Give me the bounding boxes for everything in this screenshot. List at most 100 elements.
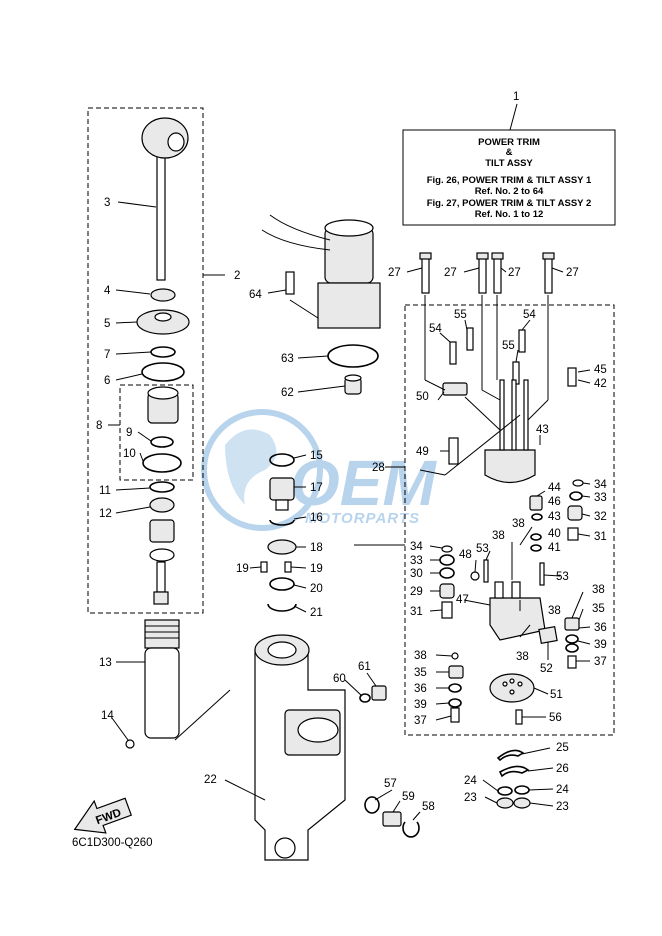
part-11-ring[interactable] bbox=[149, 481, 175, 493]
callout-5[interactable]: 5 bbox=[104, 318, 110, 330]
callout-33a[interactable]: 33 bbox=[594, 492, 607, 504]
callout-27a[interactable]: 27 bbox=[388, 267, 401, 279]
callout-38e[interactable]: 38 bbox=[516, 651, 529, 663]
part-16-circlip[interactable] bbox=[269, 519, 295, 526]
callout-27d[interactable]: 27 bbox=[566, 267, 579, 279]
callout-1[interactable]: 1 bbox=[513, 91, 519, 103]
callout-47[interactable]: 47 bbox=[456, 594, 469, 606]
callout-57[interactable]: 57 bbox=[384, 778, 397, 790]
callout-20[interactable]: 20 bbox=[310, 583, 323, 595]
callout-36a[interactable]: 36 bbox=[594, 622, 607, 634]
callout-56[interactable]: 56 bbox=[549, 712, 562, 724]
part-32-33-34-valves[interactable] bbox=[567, 479, 584, 541]
part-20-washer[interactable] bbox=[269, 577, 295, 591]
callout-23b[interactable]: 23 bbox=[556, 801, 569, 813]
part-62-filter[interactable] bbox=[344, 374, 362, 395]
callout-21[interactable]: 21 bbox=[310, 607, 323, 619]
callout-26[interactable]: 26 bbox=[556, 763, 569, 775]
part-35-36-39-37-right-stack[interactable] bbox=[564, 617, 580, 669]
callout-34b[interactable]: 34 bbox=[410, 541, 423, 553]
callout-38a[interactable]: 38 bbox=[512, 518, 525, 530]
part-25-clip[interactable] bbox=[496, 749, 525, 762]
callout-54b[interactable]: 54 bbox=[523, 309, 536, 321]
part-44-46-43-40-41-valves[interactable] bbox=[529, 495, 543, 552]
callout-29[interactable]: 29 bbox=[410, 586, 423, 598]
callout-61[interactable]: 61 bbox=[358, 661, 371, 673]
part-5-cylinder-cap[interactable] bbox=[136, 309, 190, 335]
part-29-30-33-34-left-stack[interactable] bbox=[439, 545, 455, 619]
callout-10[interactable]: 10 bbox=[123, 448, 136, 460]
callout-25[interactable]: 25 bbox=[556, 742, 569, 754]
callout-24b[interactable]: 24 bbox=[556, 784, 569, 796]
part-15-o-ring[interactable] bbox=[269, 453, 295, 467]
part-6-o-ring[interactable] bbox=[141, 362, 185, 382]
callout-43b[interactable]: 43 bbox=[548, 511, 561, 523]
callout-63[interactable]: 63 bbox=[281, 353, 294, 365]
callout-13[interactable]: 13 bbox=[99, 657, 112, 669]
callout-64[interactable]: 64 bbox=[249, 289, 262, 301]
callout-53b[interactable]: 53 bbox=[556, 571, 569, 583]
callout-37b[interactable]: 37 bbox=[414, 715, 427, 727]
part-23-24-seals[interactable] bbox=[496, 785, 531, 809]
part-28-pump-body[interactable] bbox=[484, 379, 536, 484]
callout-3[interactable]: 3 bbox=[104, 197, 110, 209]
part-56-screw[interactable] bbox=[515, 709, 523, 725]
callout-31b[interactable]: 31 bbox=[410, 606, 423, 618]
part-57-o-ring[interactable] bbox=[364, 796, 380, 814]
callout-30[interactable]: 30 bbox=[410, 568, 423, 580]
part-18-valve-seat[interactable] bbox=[267, 539, 297, 555]
callout-23a[interactable]: 23 bbox=[464, 792, 477, 804]
callout-46[interactable]: 46 bbox=[548, 496, 561, 508]
callout-36b[interactable]: 36 bbox=[414, 683, 427, 695]
part-53-pins[interactable] bbox=[483, 559, 545, 586]
part-35-36-39-37-lower-stack[interactable] bbox=[448, 652, 464, 723]
callout-2[interactable]: 2 bbox=[234, 270, 240, 282]
part-13-tilt-cylinder[interactable] bbox=[144, 619, 180, 739]
callout-35a[interactable]: 35 bbox=[592, 603, 605, 615]
part-54-55-bolts[interactable] bbox=[449, 327, 526, 385]
part-51-valve-plate[interactable] bbox=[489, 673, 535, 703]
callout-28[interactable]: 28 bbox=[372, 462, 385, 474]
callout-35b[interactable]: 35 bbox=[414, 667, 427, 679]
part-64-motor-assembly[interactable] bbox=[261, 214, 381, 329]
callout-38d[interactable]: 38 bbox=[548, 605, 561, 617]
callout-19a[interactable]: 19 bbox=[236, 563, 249, 575]
part-22-pump-housing[interactable] bbox=[254, 634, 346, 861]
callout-27c[interactable]: 27 bbox=[508, 267, 521, 279]
callout-37a[interactable]: 37 bbox=[594, 656, 607, 668]
callout-43a[interactable]: 43 bbox=[536, 424, 549, 436]
callout-38b[interactable]: 38 bbox=[492, 530, 505, 542]
callout-38f[interactable]: 38 bbox=[414, 650, 427, 662]
callout-62[interactable]: 62 bbox=[281, 387, 294, 399]
callout-40[interactable]: 40 bbox=[548, 528, 561, 540]
part-26-clip[interactable] bbox=[498, 765, 530, 778]
part-47-pump-block[interactable] bbox=[489, 581, 546, 641]
callout-8[interactable]: 8 bbox=[96, 420, 102, 432]
callout-44[interactable]: 44 bbox=[548, 482, 561, 494]
callout-39a[interactable]: 39 bbox=[594, 639, 607, 651]
part-7-o-ring[interactable] bbox=[150, 346, 176, 358]
part-14-ball[interactable] bbox=[125, 739, 135, 749]
part-48-ball[interactable] bbox=[470, 571, 480, 581]
part-21-circlip[interactable] bbox=[267, 603, 297, 612]
part-52-plate[interactable] bbox=[538, 626, 558, 644]
part-19-springs[interactable] bbox=[260, 561, 292, 573]
part-27-bolts[interactable] bbox=[419, 252, 555, 294]
callout-41[interactable]: 41 bbox=[548, 542, 561, 554]
callout-19b[interactable]: 19 bbox=[310, 563, 323, 575]
callout-55b[interactable]: 55 bbox=[502, 340, 515, 352]
callout-49[interactable]: 49 bbox=[416, 446, 429, 458]
callout-48[interactable]: 48 bbox=[459, 549, 472, 561]
callout-51[interactable]: 51 bbox=[550, 689, 563, 701]
callout-50[interactable]: 50 bbox=[416, 391, 429, 403]
callout-52[interactable]: 52 bbox=[540, 663, 553, 675]
callout-60[interactable]: 60 bbox=[333, 673, 346, 685]
callout-55a[interactable]: 55 bbox=[454, 309, 467, 321]
callout-31a[interactable]: 31 bbox=[594, 531, 607, 543]
callout-11[interactable]: 11 bbox=[99, 485, 111, 497]
callout-58[interactable]: 58 bbox=[422, 801, 435, 813]
callout-15[interactable]: 15 bbox=[310, 450, 323, 462]
part-58-circlip[interactable] bbox=[402, 821, 420, 838]
callout-34a[interactable]: 34 bbox=[594, 479, 607, 491]
callout-59[interactable]: 59 bbox=[402, 791, 415, 803]
